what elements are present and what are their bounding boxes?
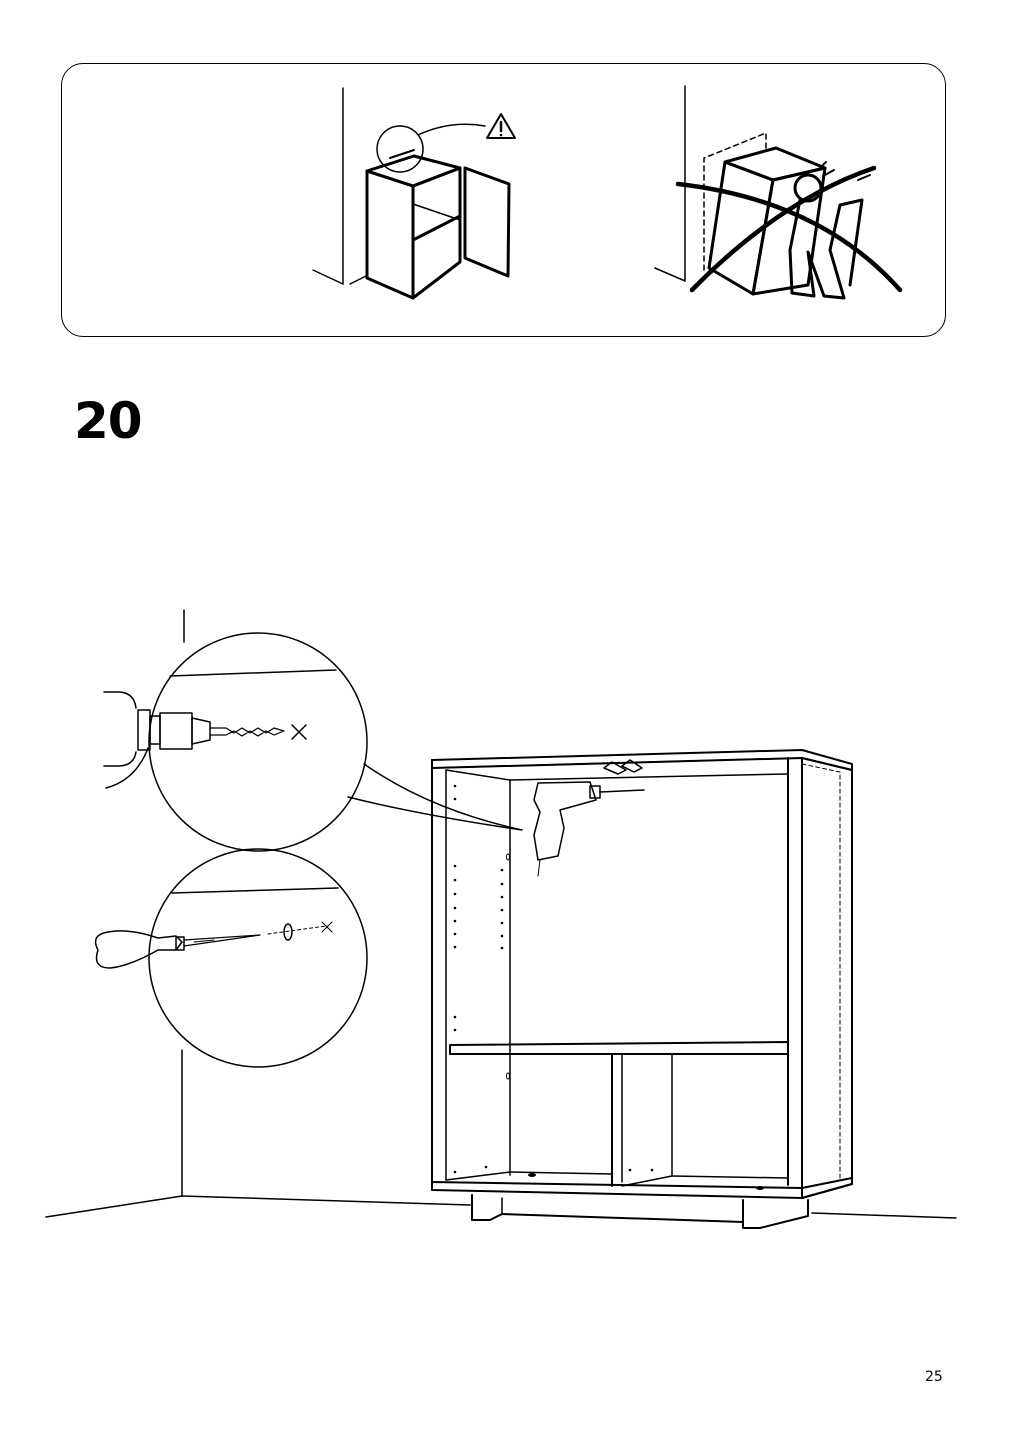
- power-drill-icon: [533, 781, 645, 877]
- safety-warning-panel: [61, 63, 946, 337]
- step-illustration: [45, 609, 957, 1229]
- room-lines: [45, 609, 957, 1219]
- correct-cabinet-scene: [312, 87, 511, 300]
- screwdriver-detail-callout: [94, 848, 368, 1068]
- incorrect-tipping-scene: [654, 85, 871, 300]
- page-number: 25: [925, 1369, 943, 1385]
- screwdriver-icon: [94, 930, 261, 969]
- safety-illustrations: [312, 85, 903, 300]
- drill-detail-callout: [103, 632, 523, 852]
- cabinet-frame: [431, 749, 853, 1229]
- warning-triangle-icon: [486, 113, 516, 139]
- step-number: 20: [74, 392, 143, 450]
- cross-out-icon: [675, 165, 903, 293]
